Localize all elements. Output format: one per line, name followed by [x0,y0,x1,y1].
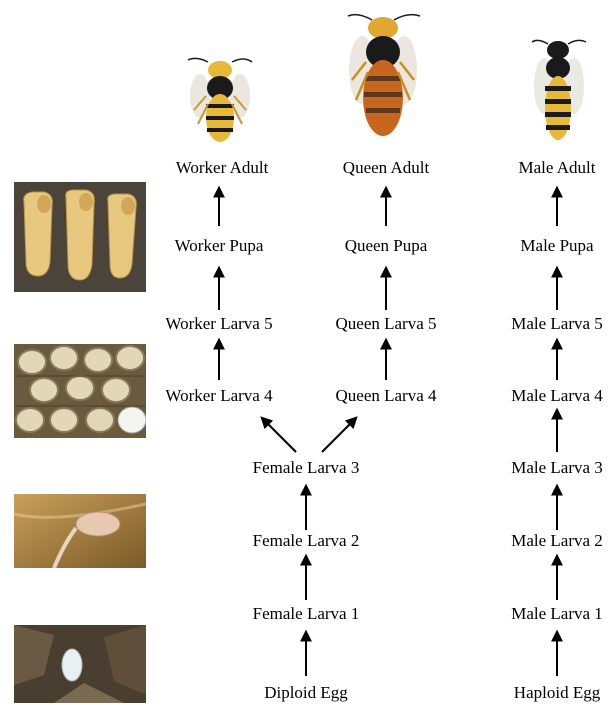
worker-larva-5-label: Worker Larva 5 [165,314,272,334]
diploid-egg-label: Diploid Egg [264,683,348,703]
queen-adult-label: Queen Adult [343,158,429,178]
male-pupa-label: Male Pupa [520,236,593,256]
male-larva-3-label: Male Larva 3 [511,458,603,478]
queen-larva-4-label: Queen Larva 4 [335,386,436,406]
male-larva-1-label: Male Larva 1 [511,604,603,624]
male-wasp-image [532,40,586,140]
worker-pupa-label: Worker Pupa [175,236,264,256]
male-larva-4-label: Male Larva 4 [511,386,603,406]
worker-wasp-image [188,58,252,142]
queen-wasp-image [348,15,420,136]
haploid-egg-label: Haploid Egg [514,683,600,703]
queen-larva-5-label: Queen Larva 5 [335,314,436,334]
arrow-female-larva3-to-queen-larva4 [322,418,356,452]
male-adult-label: Male Adult [519,158,596,178]
female-larva-2-label: Female Larva 2 [253,531,360,551]
male-larva-5-label: Male Larva 5 [511,314,603,334]
female-larva-3-label: Female Larva 3 [253,458,360,478]
worker-larva-4-label: Worker Larva 4 [165,386,272,406]
worker-adult-label: Worker Adult [176,158,269,178]
male-larva-2-label: Male Larva 2 [511,531,603,551]
arrow-female-larva3-to-worker-larva4 [262,418,296,452]
female-larva-1-label: Female Larva 1 [253,604,360,624]
queen-pupa-label: Queen Pupa [345,236,428,256]
